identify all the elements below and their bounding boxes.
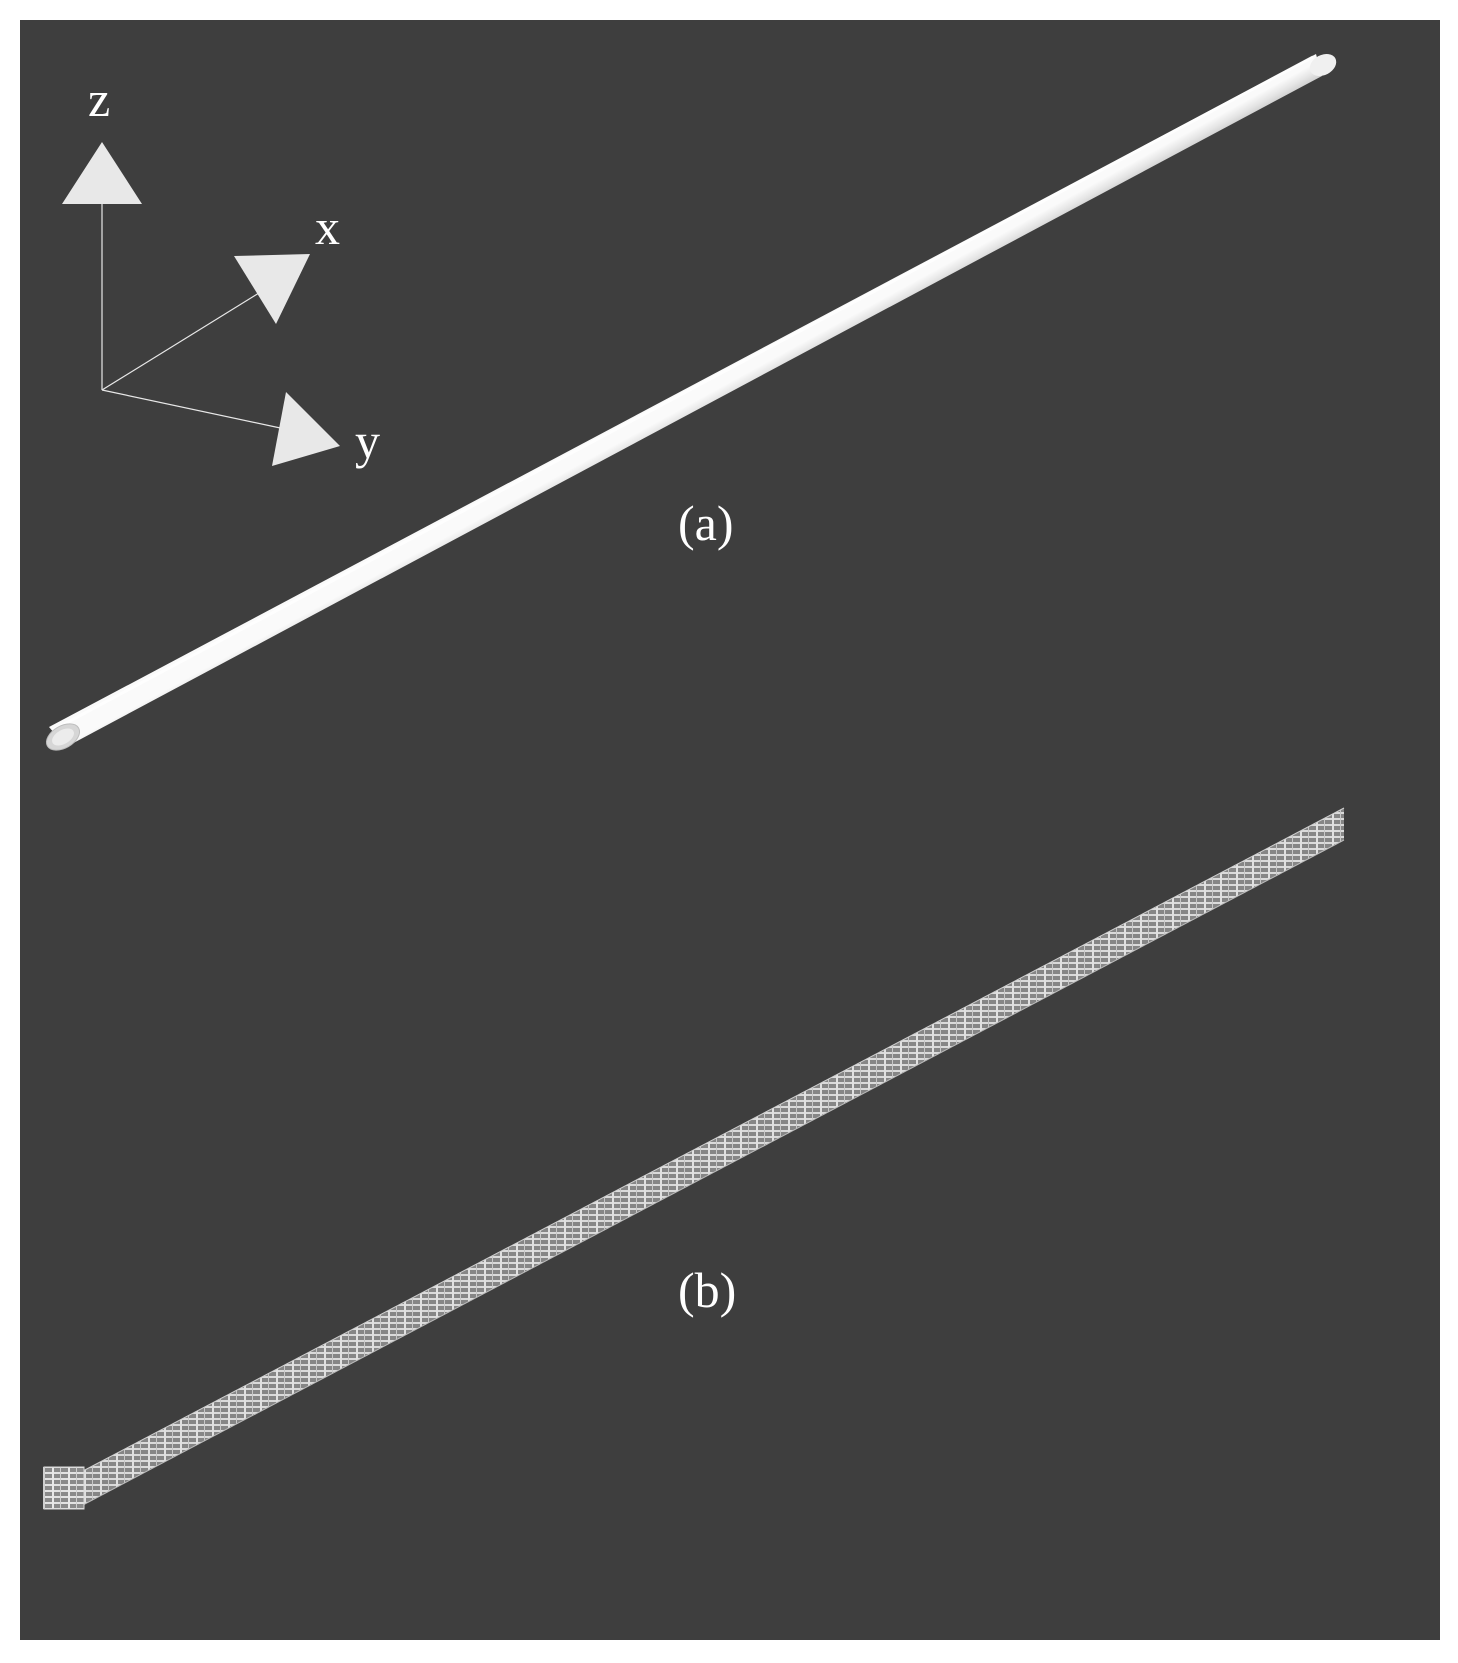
- tube-highlight: [52, 55, 1314, 732]
- panel-b-label: (b): [678, 1262, 737, 1318]
- y-axis-label: y: [355, 413, 380, 469]
- panel-a-label: (a): [678, 495, 734, 551]
- tube-far-end-cap: [1309, 53, 1337, 77]
- solid-tube: [45, 53, 1337, 751]
- lattice-bottom-edge: [80, 839, 1345, 1507]
- y-axis-line: [101, 389, 286, 430]
- x-axis-label: x: [315, 199, 340, 255]
- x-axis-line: [101, 287, 268, 391]
- scene-svg: [43, 53, 1345, 1510]
- lattice-body: [81, 808, 1344, 1506]
- z-axis-label: z: [88, 71, 111, 127]
- lattice-end-face: [43, 1466, 85, 1510]
- lattice-top-edge: [80, 807, 1345, 1473]
- x-arrowhead-icon: [234, 254, 310, 324]
- tube-body: [49, 54, 1322, 747]
- tube-near-end-opening: [52, 728, 74, 746]
- z-arrowhead-icon: [62, 142, 142, 204]
- lattice-strip: [43, 807, 1345, 1510]
- render-viewport: z x y (a) (b): [20, 20, 1440, 1640]
- y-arrowhead-icon: [272, 392, 340, 466]
- axis-triad: [101, 203, 286, 430]
